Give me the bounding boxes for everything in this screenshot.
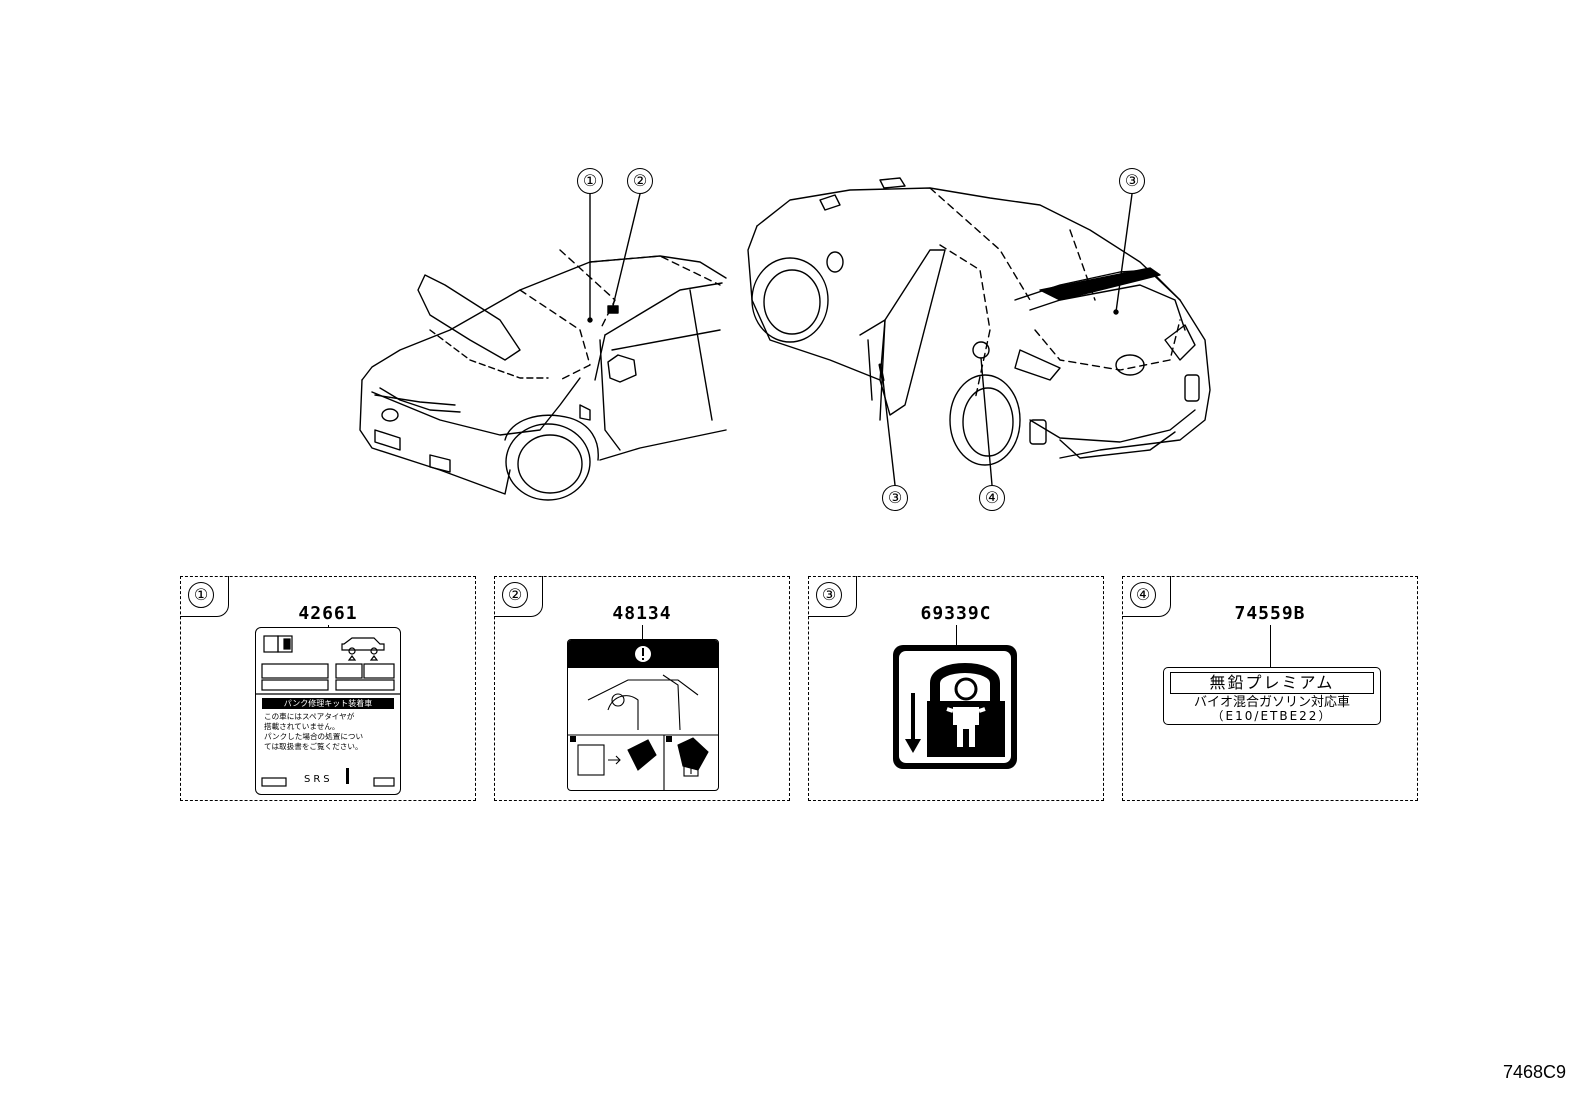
label-banner: パンク修理キット装着車 (262, 698, 394, 709)
part-number: 74559B (1234, 603, 1306, 624)
label-graphics (256, 635, 400, 787)
callout-3-rear: ③ (1119, 168, 1145, 194)
illustration-code: 7468C9 (1502, 1062, 1566, 1082)
fuel-type-label: 無鉛プレミアム バイオ混合ガソリン対応車 （E10/ETBE22） (1163, 667, 1381, 725)
label-panel-2: ② 48134 (494, 576, 790, 801)
leader-line (1270, 625, 1271, 667)
label-text-line: この車にはスペアタイヤが (264, 712, 355, 721)
srs-bar-icon (346, 768, 349, 784)
callout-2: ② (627, 168, 653, 194)
panel-index: ④ (1130, 582, 1156, 608)
leader-line (642, 625, 643, 639)
hood-warning-label (567, 639, 719, 791)
label-panel-3: ③ 69339C (808, 576, 1104, 801)
label-text-line: パンクした場合の処置につい (264, 732, 364, 741)
child-lock-icon (893, 645, 1017, 769)
rear-view-car (747, 177, 1211, 466)
label-text-line: ては取扱書をご覧ください。 (264, 742, 363, 751)
callout-3-door: ③ (882, 485, 908, 511)
label-panel-1: ① 42661 パンク修理キット装着車 この車にはスペアタイヤが 搭載されていま… (180, 576, 476, 801)
front-view-car (359, 249, 727, 501)
panel-tab: ④ (1122, 576, 1171, 617)
panel-tab: ② (494, 576, 543, 617)
part-number: 42661 (298, 603, 358, 624)
panel-tab: ① (180, 576, 229, 617)
panel-index: ① (188, 582, 214, 608)
fuel-line-2: （E10/ETBE22） (1211, 709, 1333, 723)
part-number: 48134 (612, 603, 672, 624)
label-text: この車にはスペアタイヤが 搭載されていません。 パンクした場合の処置につい ては… (264, 712, 363, 752)
callout-leaders (589, 193, 1133, 486)
panel-index: ③ (816, 582, 842, 608)
callout-1: ① (577, 168, 603, 194)
label-panel-4: ④ 74559B 無鉛プレミアム バイオ混合ガソリン対応車 （E10/ETBE2… (1122, 576, 1418, 801)
panel-index: ② (502, 582, 528, 608)
tire-repair-kit-label: パンク修理キット装着車 この車にはスペアタイヤが 搭載されていません。 パンクし… (255, 627, 401, 795)
fuel-line-1: バイオ混合ガソリン対応車 (1193, 695, 1350, 710)
label-text-line: 搭載されていません。 (264, 722, 340, 731)
fuel-title: 無鉛プレミアム (1170, 672, 1374, 694)
callout-4: ④ (979, 485, 1005, 511)
child-lock-label (891, 643, 1019, 771)
srs-text: SRS (304, 774, 333, 785)
panel-tab: ③ (808, 576, 857, 617)
leader-line (956, 625, 957, 645)
hood-warning-graphics (568, 640, 718, 790)
part-number: 69339C (920, 603, 992, 624)
